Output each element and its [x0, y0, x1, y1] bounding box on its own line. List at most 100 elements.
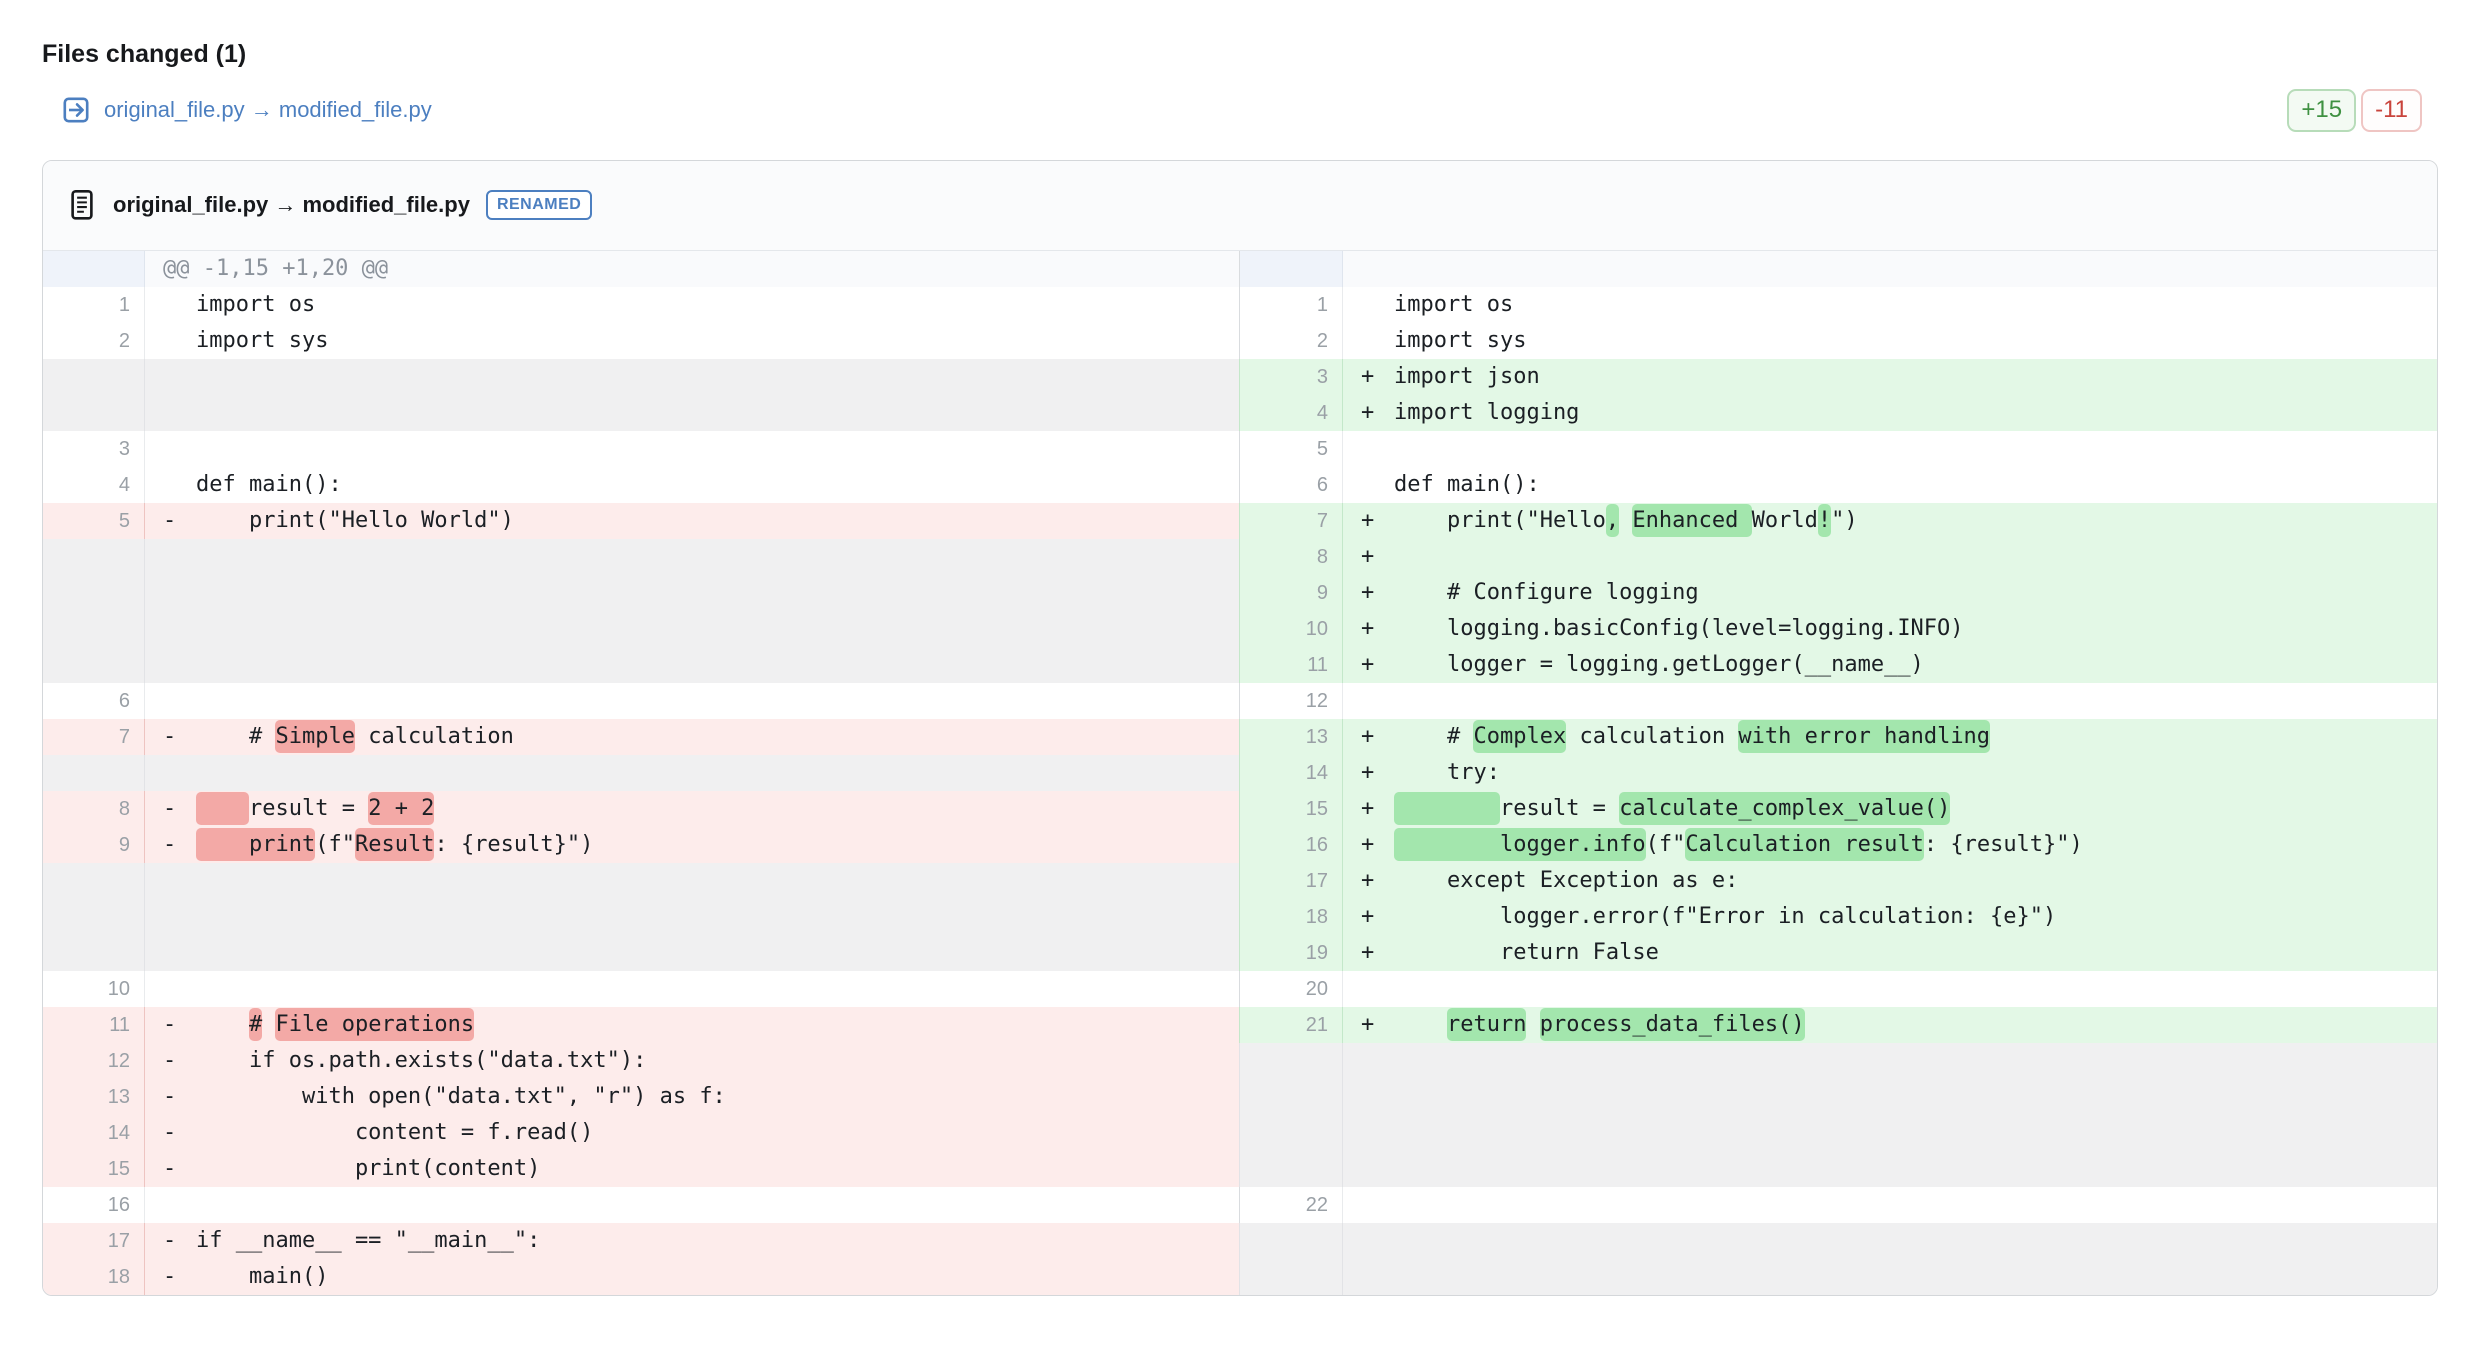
addition-marker: +: [1361, 399, 1375, 425]
deletion-marker: -: [163, 507, 177, 533]
code-text: [1619, 508, 1632, 533]
code-text: except Exception as e:: [1394, 867, 1739, 893]
hunk-header-cell: @@ -1,15 +1,20 @@: [145, 250, 1239, 287]
code-text: result =: [248, 795, 369, 821]
old-line-number: 9: [43, 826, 145, 863]
new-line-number: 3: [1239, 358, 1343, 395]
code-text: if __name__ == "__main__":: [196, 1227, 541, 1253]
deletion-marker: -: [163, 1011, 177, 1037]
word-diff-highlight: Enhanced: [1632, 503, 1752, 537]
word-diff-highlight: File operations: [275, 1007, 475, 1041]
new-code-cell: + logger.info(f"Calculation result: {res…: [1343, 826, 2437, 863]
new-line-number: 7: [1239, 502, 1343, 539]
addition-marker: +: [1361, 903, 1375, 929]
code-text: calculation: [1566, 723, 1739, 749]
filler-cell: [145, 538, 1239, 575]
addition-marker: +: [1361, 363, 1375, 389]
code-text: if os.path.exists("data.txt"):: [196, 1047, 647, 1073]
code-text: (f": [1645, 831, 1686, 857]
code-text: try:: [1394, 759, 1500, 785]
deletion-marker: -: [163, 1119, 177, 1145]
word-diff-highlight: calculate_complex_value(): [1619, 791, 1951, 825]
old-line-number: 15: [43, 1150, 145, 1187]
old-line-number: 1: [43, 286, 145, 323]
new-code-cell: + logger = logging.getLogger(__name__): [1343, 646, 2437, 683]
code-text: (f": [315, 831, 355, 857]
filler-cell: [1343, 1150, 2437, 1187]
new-line-number: 20: [1239, 970, 1343, 1007]
filler-cell: [1343, 1258, 2437, 1295]
old-code-cell: def main():: [145, 466, 1239, 503]
new-code-cell: +: [1343, 538, 2437, 575]
new-code-cell: +import json: [1343, 358, 2437, 395]
addition-marker: +: [1361, 795, 1375, 821]
word-diff-highlight: with error handling: [1738, 719, 1991, 753]
deletions-badge: -11: [2361, 89, 2422, 132]
old-line-number: 3: [43, 430, 145, 467]
old-line-number: [43, 394, 145, 431]
code-text: [262, 1012, 275, 1037]
word-diff-highlight: Result: [354, 827, 435, 861]
code-text: main(): [196, 1263, 329, 1289]
old-line-number: 14: [43, 1114, 145, 1151]
old-code-cell: - content = f.read(): [145, 1114, 1239, 1151]
code-text: logger = logging.getLogger(__name__): [1394, 651, 1924, 677]
diff-file-header: original_file.py → modified_file.py RENA…: [43, 160, 2437, 251]
new-line-number: [1239, 1078, 1343, 1115]
word-diff-highlight: print: [196, 827, 316, 861]
old-line-number: 11: [43, 1006, 145, 1043]
hunk-header-cell: [1343, 250, 2437, 287]
old-line-number: 8: [43, 790, 145, 827]
filler-cell: [145, 898, 1239, 935]
new-code-cell: + result = calculate_complex_value(): [1343, 790, 2437, 827]
old-line-number: [43, 610, 145, 647]
code-text: # Configure logging: [1394, 579, 1699, 605]
new-line-number: [1239, 250, 1343, 287]
diff-panel: original_file.py → modified_file.py RENA…: [42, 159, 2438, 1296]
deletion-marker: -: [163, 1227, 177, 1253]
new-code-cell: [1343, 430, 2437, 467]
new-code-cell: + logging.basicConfig(level=logging.INFO…: [1343, 610, 2437, 647]
file-list-row: original_file.py → modified_file.py +15 …: [62, 89, 2438, 132]
old-line-number: 7: [43, 718, 145, 755]
old-line-number: [43, 358, 145, 395]
filler-cell: [145, 574, 1239, 611]
new-line-number: 4: [1239, 394, 1343, 431]
old-code-cell: [145, 682, 1239, 719]
addition-marker: +: [1361, 831, 1375, 857]
filler-cell: [145, 862, 1239, 899]
code-text: content = f.read(): [196, 1119, 594, 1145]
word-diff-highlight: ,: [1605, 503, 1620, 537]
deletion-marker: -: [163, 1083, 177, 1109]
code-text: import os: [196, 291, 316, 317]
old-code-cell: - print(f"Result: {result}"): [145, 826, 1239, 863]
old-line-number: 16: [43, 1186, 145, 1223]
new-line-number: 6: [1239, 466, 1343, 503]
file-link[interactable]: original_file.py → modified_file.py: [104, 97, 432, 123]
old-line-number: [43, 574, 145, 611]
old-code-cell: [145, 970, 1239, 1007]
old-code-cell: - print(content): [145, 1150, 1239, 1187]
new-line-number: 11: [1239, 646, 1343, 683]
code-text: logging.basicConfig(level=logging.INFO): [1394, 615, 1964, 641]
deletion-marker: -: [163, 1047, 177, 1073]
old-line-number: [43, 754, 145, 791]
old-line-number: 6: [43, 682, 145, 719]
code-text: import sys: [196, 327, 329, 353]
spacer: [42, 132, 2438, 160]
diff-stat-badges: +15 -11: [2287, 89, 2422, 132]
word-diff-highlight: [196, 791, 249, 825]
new-line-number: 1: [1239, 286, 1343, 323]
page-title: Files changed (1): [42, 40, 247, 68]
old-line-number: 4: [43, 466, 145, 503]
deletion-marker: -: [163, 1155, 177, 1181]
code-text: print(content): [196, 1155, 541, 1181]
new-line-number: [1239, 1258, 1343, 1295]
old-line-number: 18: [43, 1258, 145, 1295]
code-text: calculation: [354, 723, 514, 749]
word-diff-highlight: return: [1446, 1007, 1527, 1041]
new-line-number: 19: [1239, 934, 1343, 971]
word-diff-highlight: Complex: [1473, 719, 1567, 753]
new-line-number: [1239, 1042, 1343, 1079]
file-moved-icon: [62, 96, 90, 124]
